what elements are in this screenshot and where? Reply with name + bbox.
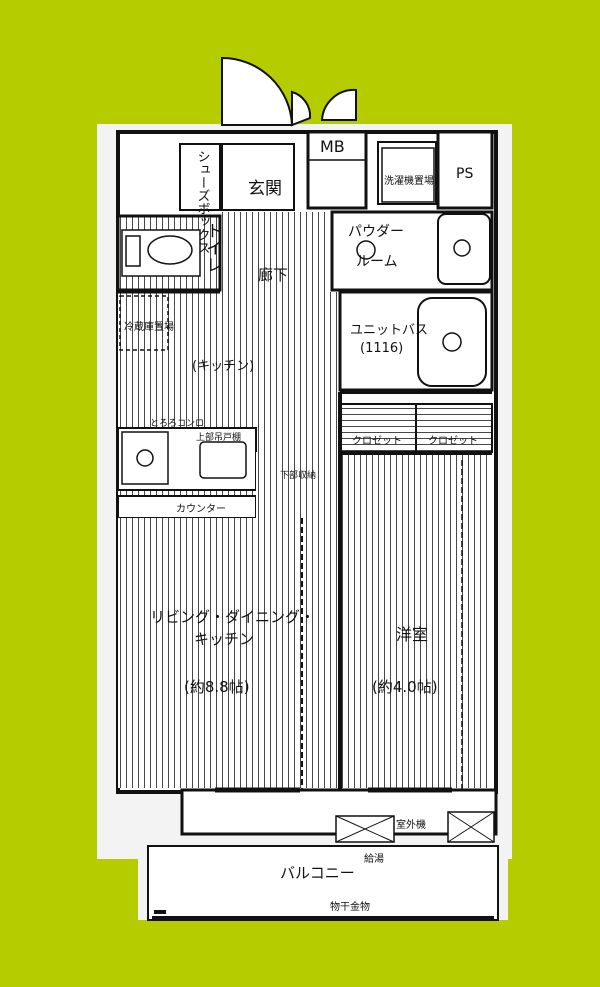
ldk-area [118,518,340,788]
fridge-space [119,295,169,351]
western-room-area [342,454,492,788]
sink-cab-label: 下部収納 [280,469,316,481]
powder-room-label-1: パウダー [348,224,404,240]
ps-label: PS [456,166,473,182]
ldk-label-1: リビング・ダイニング・ [150,608,315,626]
closet-label-2: クロゼット [428,435,478,447]
ldk-label-2: キッチン [194,630,254,648]
drying-rack-label: 物干金物 [330,900,370,913]
washer-label: 洗濯機置場 [384,174,434,187]
stove-label: とろろコンロ [150,418,204,429]
eco-cute-label: 給湯 [364,852,384,865]
western-size-label: (約4.0帖) [372,678,438,696]
kitchen-label: (キッチン) [192,359,254,374]
unit-bath-label-2: (1116) [360,341,403,356]
corridor-label: 廊下 [258,266,288,284]
balcony-label: バルコニー [280,864,355,882]
unit-bath-label-1: ユニットバス [350,323,428,338]
mb-label: MB [320,137,345,156]
shoe-box-area [179,143,221,211]
ldk-size-label: (約8.8帖) [184,678,250,696]
western-room-label: 洋室 [396,625,428,644]
ps-area [436,130,494,210]
upper-cabinet-label: 上部吊戸棚 [196,431,241,443]
entrance-label: 玄関 [248,179,282,199]
shoe-box-label: シューズボックス [195,150,210,254]
balcony-outline [147,845,499,921]
entrance-door [221,56,357,127]
kitchen-sink [199,441,247,479]
counter-label: カウンター [176,503,226,515]
fridge-label: 冷蔵庫置場 [124,320,174,333]
closet-label-1: クロゼット [352,435,402,447]
toilet-label: トイレ [202,222,222,273]
mb-area [306,130,368,210]
ldk-upper-floor [256,452,340,522]
outdoor-unit-label: 室外機 [396,818,426,831]
toilet-fixture [147,235,193,265]
corridor-area [222,212,330,292]
powder-room-label-2: ルーム [356,254,398,270]
entrance-area [221,143,295,211]
